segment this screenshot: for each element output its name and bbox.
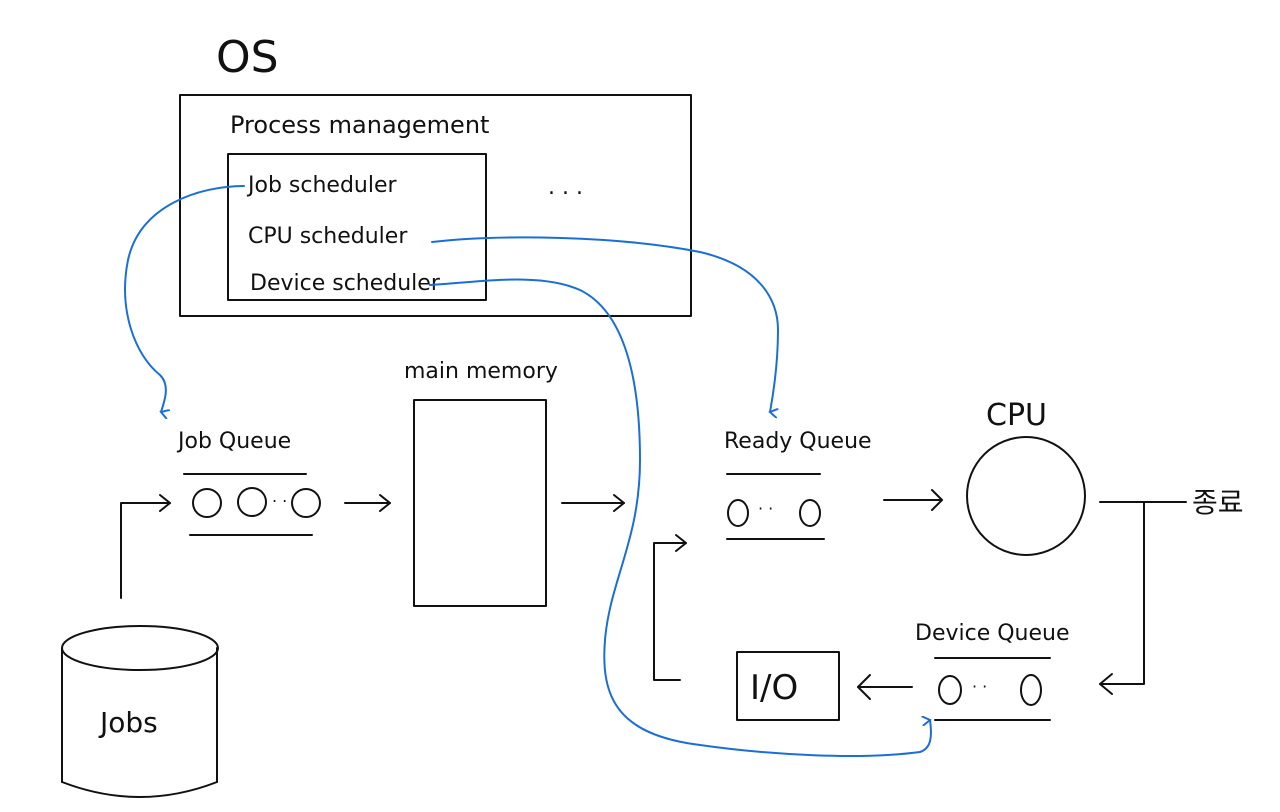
os-box [179, 94, 692, 317]
job-queue-slot [291, 488, 321, 518]
ready-queue-slot [727, 499, 749, 527]
device-queue-slot [938, 675, 962, 705]
scheduler-box [227, 153, 487, 301]
io-label: I/O [750, 668, 798, 708]
device-queue-label: Device Queue [915, 621, 1070, 646]
main-memory-label: main memory [404, 359, 558, 384]
device-queue-to-io-arrow [857, 674, 913, 700]
ready-queue-slot [799, 499, 821, 527]
device-queue-slot [1020, 674, 1042, 706]
device-queue-dots: · · [972, 677, 987, 696]
job-queue-dots: . . [272, 487, 287, 506]
os-title: OS [216, 32, 279, 83]
ready-queue-label: Ready Queue [724, 429, 872, 454]
jobs-storage-cylinder [61, 625, 219, 798]
job-queue-slot [192, 488, 222, 518]
os-ellipsis: . . . [548, 175, 583, 200]
device-scheduler-label: Device scheduler [250, 271, 441, 296]
job-scheduler-label: Job scheduler [246, 173, 397, 198]
device-scheduler-to-device-queue-arrow [429, 278, 932, 757]
cpu-scheduler-to-ready-queue-arrow [431, 236, 779, 412]
memory-to-ready-queue-arrow [561, 494, 625, 512]
io-to-ready-queue-arrow [653, 534, 687, 681]
main-memory-box [413, 399, 547, 607]
cpu-label: CPU [986, 398, 1047, 433]
ready-queue-dots: · · [758, 499, 773, 518]
io-box [736, 651, 840, 721]
exit-label: 종료 [1192, 486, 1244, 519]
job-scheduler-to-job-queue-arrow [124, 185, 245, 412]
job-queue-slot [237, 487, 267, 517]
ready-queue-to-cpu-arrow [883, 489, 943, 511]
cpu-circle [966, 436, 1086, 556]
jobs-label: Jobs [98, 706, 158, 739]
job-queue-to-memory-arrow [344, 494, 391, 512]
job-queue-label: Job Queue [176, 429, 291, 454]
jobs-to-job-queue-arrow [120, 494, 171, 599]
cpu-scheduler-label: CPU scheduler [248, 224, 408, 249]
cpu-to-device-queue-arrow [1099, 501, 1145, 695]
process-management-label: Process management [230, 111, 489, 139]
